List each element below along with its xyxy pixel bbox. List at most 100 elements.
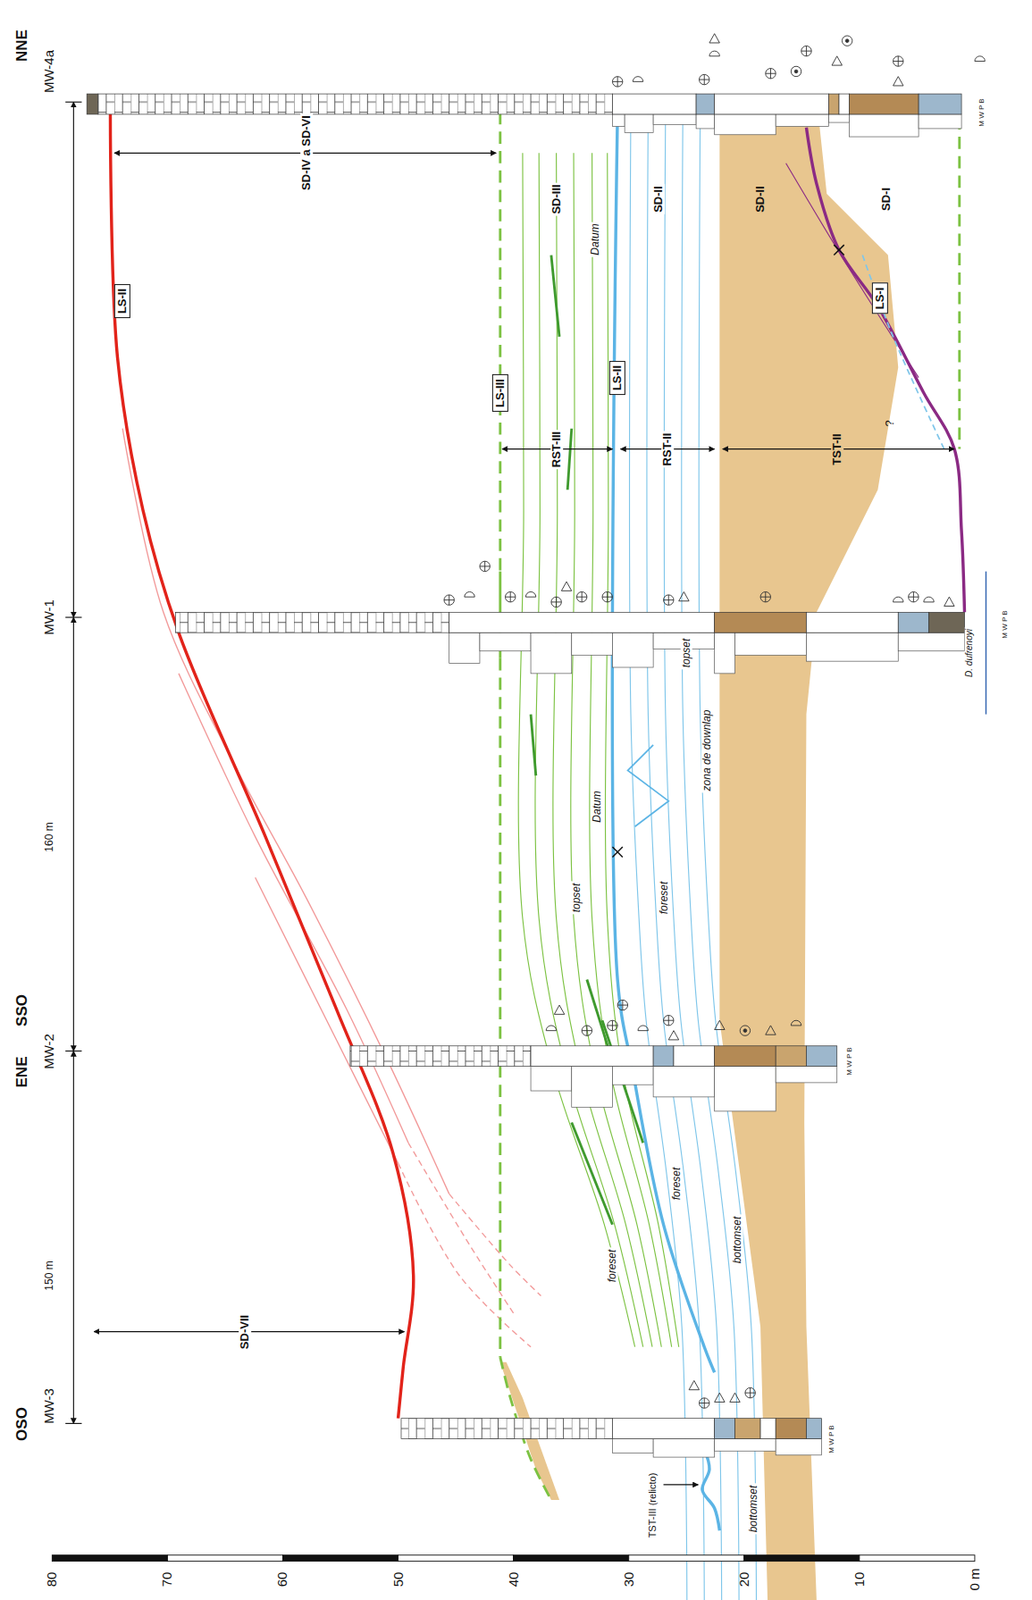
log-column: [714, 1046, 777, 1067]
scale-bar: [629, 1555, 745, 1562]
tst-relict-line: [702, 1449, 720, 1531]
clinoform-streak: [567, 428, 572, 491]
sequence-boundary: [612, 112, 714, 1374]
sequence-boundary: [957, 117, 961, 449]
clinoform-line: [629, 112, 688, 1600]
fossil-symbol: [699, 1398, 710, 1409]
fossil-symbol: [765, 1025, 776, 1035]
weathering-profile: [829, 114, 850, 123]
weathering-profile: [775, 1439, 822, 1456]
fossil-symbol: [790, 1020, 801, 1026]
fossil-symbol: [729, 1392, 740, 1402]
relict-label: TST-III (relicto): [647, 1471, 659, 1541]
fossil-symbol: [479, 561, 490, 571]
geometry-label: topset: [679, 637, 692, 671]
log-column: [805, 1046, 837, 1067]
fossil-symbol: [688, 1380, 699, 1390]
geometry-label: bottomset: [731, 1215, 744, 1267]
biozone-label: D. dufrenoyi: [964, 627, 975, 680]
geometry-label: foreset: [671, 1166, 683, 1203]
weathering-profile: [714, 1439, 777, 1452]
sequence-bracket-label: SD-VII: [238, 1313, 252, 1351]
log-column: [98, 93, 613, 115]
geometry-label: foreset: [606, 1247, 619, 1284]
fossil-symbol: [637, 1025, 648, 1032]
fossil-symbol: [831, 56, 842, 66]
weathering-profile: [571, 1066, 613, 1108]
log-column: [696, 93, 715, 115]
clinoform-streak: [551, 255, 560, 337]
log-column: [918, 93, 962, 115]
clinoform-line: [663, 112, 722, 1600]
well-tick: [65, 1050, 82, 1052]
weathering-profile: [775, 1066, 838, 1083]
texture-scale: M W P B: [828, 1423, 836, 1455]
weathering-profile: [612, 114, 625, 127]
fossil-symbol: [581, 1025, 592, 1036]
fossil-symbol: [679, 591, 689, 601]
texture-scale: M W P B: [1001, 608, 1009, 640]
geometry-label: bottomset: [747, 1483, 760, 1535]
fossil-symbol: [908, 591, 919, 602]
log-column: [673, 1046, 715, 1067]
x-mark: [612, 847, 622, 857]
log-column: [401, 1418, 613, 1440]
clinoform-line: [553, 152, 653, 1347]
sequence-boundary: [862, 255, 944, 450]
query-mark: ?: [883, 418, 897, 428]
weathering-profile: [653, 1439, 715, 1459]
fossil-symbol: [602, 591, 613, 602]
log-column: [805, 612, 898, 633]
clinoform-line: [398, 1163, 531, 1348]
distance-arrow: [73, 617, 75, 1051]
scale-bar: [51, 1555, 168, 1562]
log-column: [86, 93, 99, 115]
biozone-line: [985, 571, 987, 715]
fossil-symbol: [944, 596, 955, 606]
surface-name: LS-I: [873, 286, 887, 310]
systems-tract-label: TST-II: [830, 431, 844, 467]
fossil-symbol: [663, 595, 674, 605]
scale-value: 10: [852, 1570, 867, 1590]
well-name: MW-4a: [41, 48, 57, 95]
fossil-symbol: [576, 591, 587, 602]
surface-label-box: LS-II: [609, 360, 626, 395]
tst-band: [719, 98, 898, 1600]
weathering-profile: [612, 1066, 654, 1086]
log-column: [449, 612, 715, 633]
scale-value: 50: [391, 1570, 406, 1590]
weathering-profile: [918, 114, 962, 129]
datum-label: Datum: [591, 788, 604, 824]
fossil-symbol: [699, 74, 710, 84]
log-column: [176, 612, 450, 633]
fossil-symbol: [893, 596, 904, 603]
fossil-symbol: [663, 1015, 674, 1026]
scale-bar: [167, 1555, 283, 1562]
scale-value: 60: [276, 1570, 291, 1590]
log-column: [735, 1418, 762, 1440]
log-column: [714, 1418, 736, 1440]
surface-label-box: LS-I: [872, 282, 889, 314]
weathering-profile: [775, 114, 829, 127]
weathering-profile: [653, 114, 697, 125]
scale-value: 20: [737, 1570, 752, 1590]
scale-value: 40: [506, 1570, 521, 1590]
sequence-label: SD-II: [652, 184, 665, 215]
well-tick: [65, 1423, 82, 1425]
weathering-profile: [612, 1439, 654, 1454]
x-mark: [612, 847, 622, 857]
fossil-symbol: [974, 56, 985, 62]
fossil-symbol: [739, 1025, 750, 1036]
clinoform-line: [698, 112, 756, 1600]
log-column: [775, 1046, 806, 1067]
texture-scale: M W P B: [978, 96, 986, 128]
log-column: [612, 1418, 714, 1440]
weathering-profile: [714, 114, 777, 135]
fossil-symbol: [714, 1392, 725, 1402]
surface-name: LS-II: [611, 365, 624, 391]
log-column: [714, 612, 807, 633]
scale-value: 70: [159, 1570, 175, 1590]
x-mark: [833, 244, 844, 255]
log-column: [612, 93, 697, 115]
